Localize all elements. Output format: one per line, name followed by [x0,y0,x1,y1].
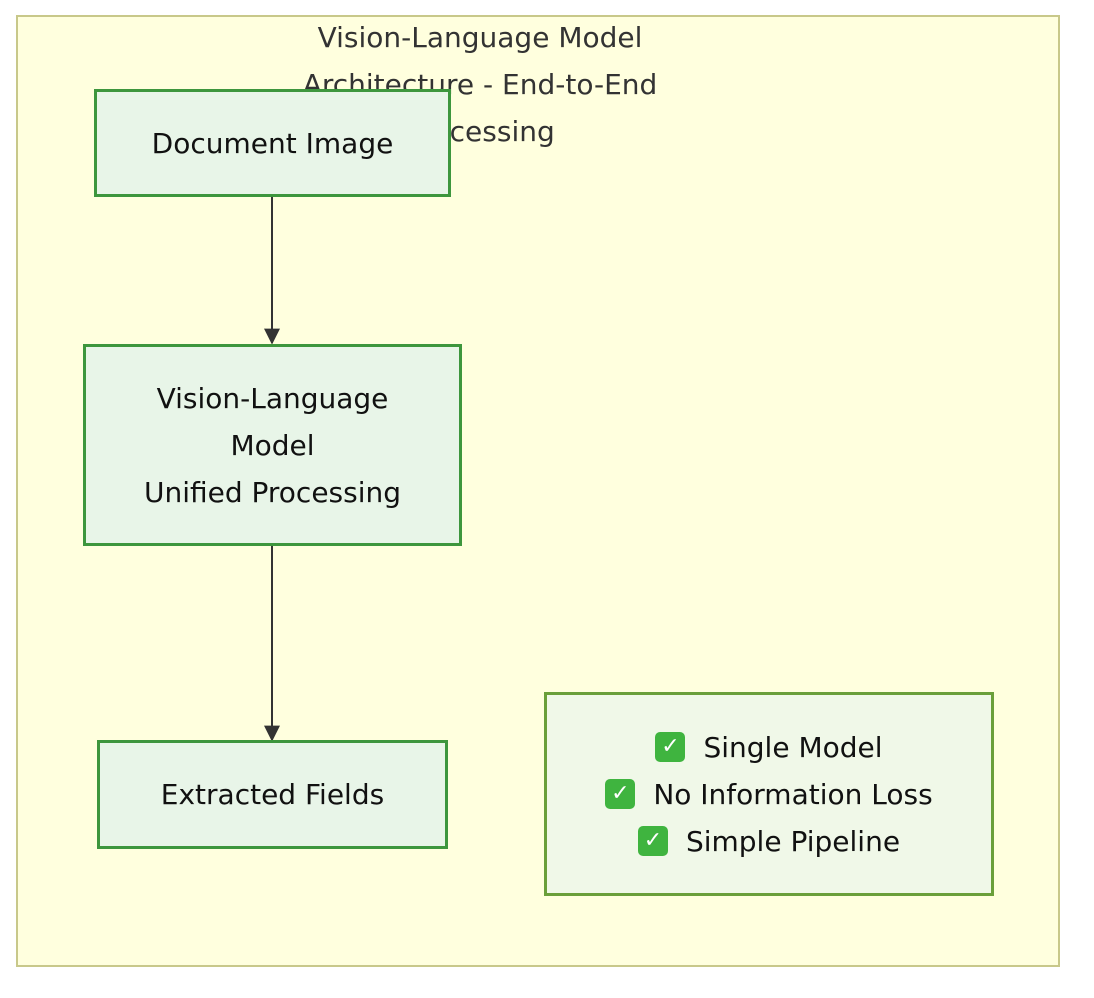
node-document-image-label: Document Image [151,126,394,160]
node-extracted-fields-label: Extracted Fields [160,778,385,811]
benefit-label-2: No Information Loss [653,777,933,811]
node-document-image[interactable]: Document Image [94,89,451,197]
benefit-item-simple-pipeline: ✓ Simple Pipeline [637,818,901,865]
node-vlm-label-line-1: Vision-Language [156,381,389,415]
check-mark-icon: ✓ [637,826,668,856]
node-vlm-label-line-3: Unified Processing [143,475,402,509]
node-benefits[interactable]: ✓ Single Model ✓ No Information Loss ✓ S… [544,692,994,896]
node-vlm-label-line-2: Model [230,428,315,462]
node-extracted-fields[interactable]: Extracted Fields [97,740,448,849]
benefit-item-no-information-loss: ✓ No Information Loss [605,771,933,818]
subgraph-title-line-1: Vision-Language Model [317,21,643,54]
check-mark-icon: ✓ [655,732,686,762]
node-vision-language-model[interactable]: Vision-Language Model Unified Processing [83,344,462,546]
check-mark-icon: ✓ [605,779,636,809]
benefit-label-1: Single Model [703,730,883,764]
benefit-label-3: Simple Pipeline [685,824,901,858]
benefit-item-single-model: ✓ Single Model [655,724,883,771]
